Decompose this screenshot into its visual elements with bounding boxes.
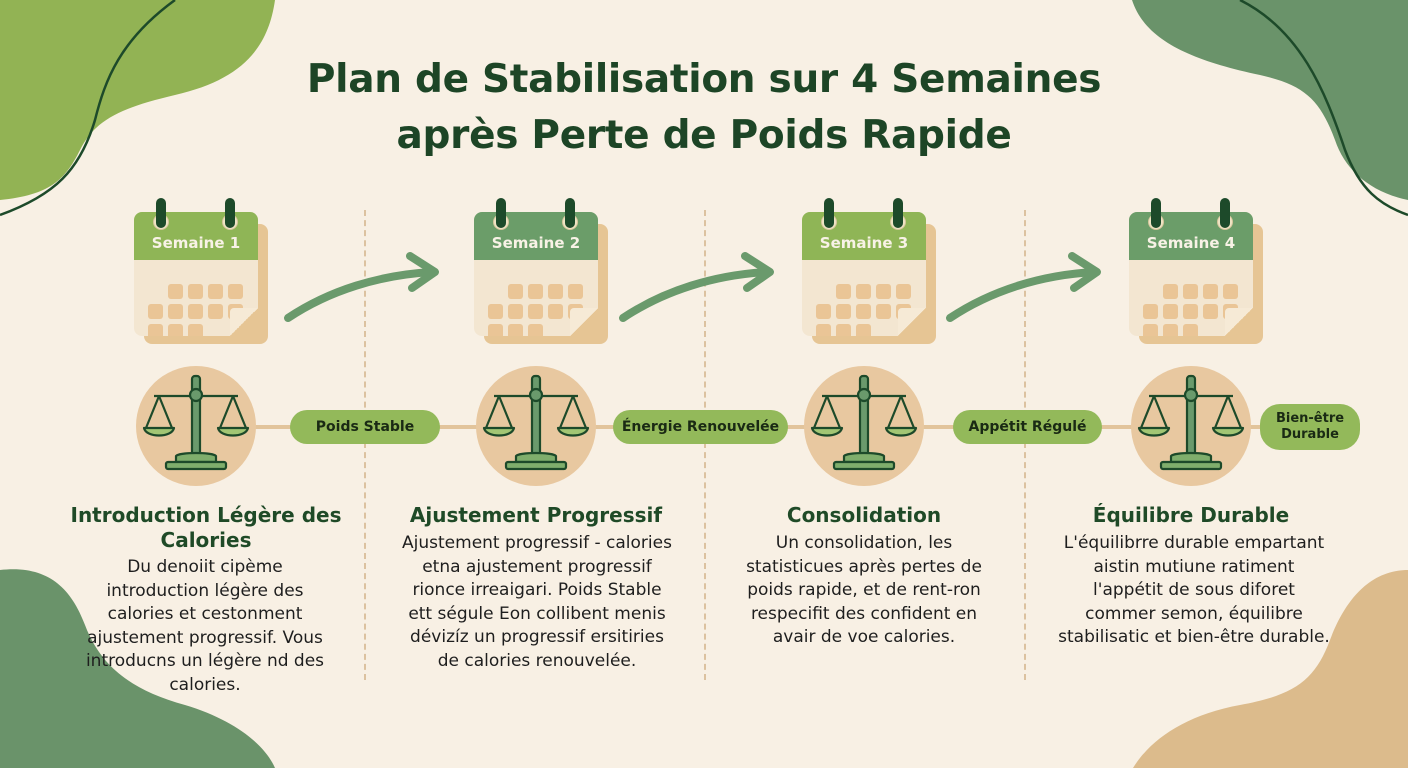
column-divider — [1024, 210, 1026, 680]
calendar-ring-icon — [1151, 198, 1161, 228]
step-description: L'équilibrre durable empartant aistin mu… — [1058, 533, 1330, 647]
calendar-week-4: Semaine 4 — [1129, 198, 1263, 346]
arrow-right-icon — [284, 252, 439, 322]
calendar-ring-icon — [156, 198, 166, 228]
balance-scale-icon — [1137, 374, 1245, 471]
calendar-week-3: Semaine 3 — [802, 198, 936, 346]
step-title: Introduction Légère des Calories — [70, 503, 342, 552]
calendar-ring-icon — [565, 198, 575, 228]
step-description: Du denoiit cipème introduction légère de… — [85, 557, 325, 695]
balance-scale-icon — [482, 374, 590, 471]
balance-scale-badge — [476, 366, 596, 486]
calendar-week-2: Semaine 2 — [474, 198, 608, 346]
arrow-right-icon — [946, 252, 1101, 322]
balance-scale-badge — [136, 366, 256, 486]
step-title: Ajustement Progressif — [409, 503, 663, 527]
balance-scale-badge — [804, 366, 924, 486]
milestone-pill: Poids Stable — [290, 410, 440, 444]
balance-scale-badge — [1131, 366, 1251, 486]
calendar-week-1: Semaine 1 — [134, 198, 268, 346]
calendar-header: Semaine 3 — [802, 212, 926, 260]
page-title: Plan de Stabilisation sur 4 Semaines apr… — [0, 52, 1408, 164]
milestone-pill: Bien-être Durable — [1260, 404, 1360, 450]
calendar-ring-icon — [225, 198, 235, 228]
step-description: Un consolidation, les statisticues après… — [746, 533, 982, 647]
step-title: Équilibre Durable — [1092, 503, 1290, 527]
calendar-ring-icon — [1220, 198, 1230, 228]
calendar-ring-icon — [893, 198, 903, 228]
calendar-ring-icon — [824, 198, 834, 228]
arrow-right-icon — [619, 252, 774, 322]
step-title: Consolidation — [786, 503, 942, 527]
calendar-ring-icon — [496, 198, 506, 228]
column-divider — [364, 210, 366, 680]
milestone-pill: Énergie Renouvelée — [613, 410, 788, 444]
column-divider — [704, 210, 706, 680]
balance-scale-icon — [142, 374, 250, 471]
step-description: Ajustement progressif - calories etna aj… — [402, 533, 672, 671]
milestone-pill: Appétit Régulé — [953, 410, 1102, 444]
title-line-2: après Perte de Poids Rapide — [396, 113, 1012, 158]
title-line-1: Plan de Stabilisation sur 4 Semaines — [306, 57, 1102, 102]
balance-scale-icon — [810, 374, 918, 471]
